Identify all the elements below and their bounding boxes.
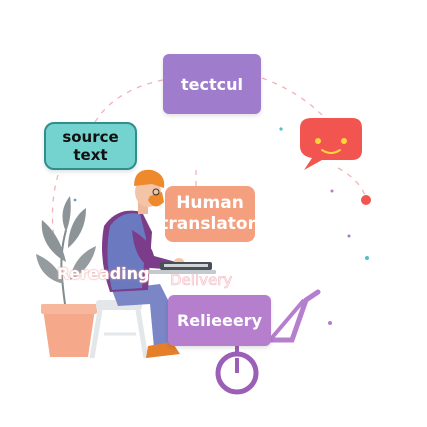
decor-dot: [328, 321, 332, 325]
process-box-top: tectcul: [163, 54, 261, 114]
human-translation-line2: translaton: [160, 214, 260, 234]
cycle-node-dot: [361, 195, 371, 205]
stool: [89, 300, 149, 359]
delivery-label: Delivery: [170, 271, 233, 290]
decor-dot: [73, 198, 77, 202]
smiley-speech-bubble-icon: [300, 118, 362, 170]
source-text-label: source text: [62, 128, 119, 164]
relief-box: Relieeery: [168, 295, 271, 346]
human-translation-box: Human translaton: [160, 186, 260, 242]
decor-dot: [330, 189, 334, 193]
source-text-box: source text: [44, 122, 137, 170]
person-typing-on-laptop-icon: [102, 169, 216, 358]
rereading-label: Rereading: [57, 264, 150, 283]
relief-box-label: Relieeery: [176, 311, 262, 330]
process-box-top-label: tectcul: [181, 74, 243, 94]
human-translation-line1: Human: [176, 193, 244, 213]
decor-dot: [279, 127, 283, 131]
potted-plant-icon: [36, 196, 97, 357]
decor-dot: [365, 256, 369, 260]
decor-dot: [347, 234, 351, 238]
